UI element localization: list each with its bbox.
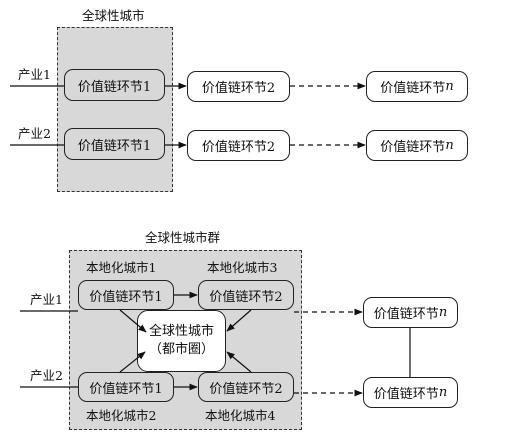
cluster-n-top-prefix: 价值链环节 — [373, 307, 439, 322]
row2-node-n-prefix: 价值链环节 — [380, 140, 446, 155]
center-line-2: （都市圈） — [148, 342, 214, 357]
global-city-metro-node: 全球性城市 （都市圈） — [137, 310, 226, 372]
row2-value-chain-node-1: 价值链环节1 — [64, 128, 165, 160]
city-label-br: 本地化城市4 — [205, 408, 276, 423]
bottom-panel-title: 全球性城市群 — [145, 230, 221, 245]
cluster-node-tl: 价值链环节1 — [78, 280, 174, 310]
row1-node-n-suffix: n — [445, 79, 454, 94]
cluster-arrow-tl-center — [119, 309, 147, 333]
cluster-n-bottom-prefix: 价值链环节 — [373, 387, 439, 402]
row2-value-chain-node-2: 价值链环节2 — [187, 130, 290, 161]
cluster-arrow-bl-center — [119, 351, 146, 373]
cluster-node-bl: 价值链环节1 — [78, 372, 174, 402]
cluster-n-bottom-suffix: n — [438, 385, 448, 400]
cluster-node-tr: 价值链环节2 — [198, 280, 294, 310]
cluster-industry1-label: 产业1 — [30, 292, 63, 307]
row1-value-chain-node-1: 价值链环节1 — [64, 69, 165, 101]
cluster-arrow-tr-center — [226, 309, 252, 332]
cluster-n-top-suffix: n — [438, 305, 448, 320]
row2-node-n-suffix: n — [445, 138, 454, 153]
industry1-label: 产业1 — [18, 67, 51, 82]
row1-node-n-prefix: 价值链环节 — [380, 81, 446, 96]
cluster-industry2-label: 产业2 — [30, 368, 63, 383]
city-label-tr: 本地化城市3 — [207, 260, 278, 275]
cluster-arrow-br-center — [226, 351, 252, 373]
top-panel-title: 全球性城市 — [82, 8, 145, 23]
cluster-node-br: 价值链环节2 — [198, 372, 294, 402]
city-label-bl: 本地化城市2 — [86, 408, 157, 423]
global-city-panel — [57, 27, 173, 192]
row1-value-chain-node-2: 价值链环节2 — [187, 71, 290, 102]
city-label-tl: 本地化城市1 — [86, 260, 157, 275]
center-line-1: 全球性城市 — [148, 324, 214, 340]
industry2-label: 产业2 — [18, 126, 51, 141]
